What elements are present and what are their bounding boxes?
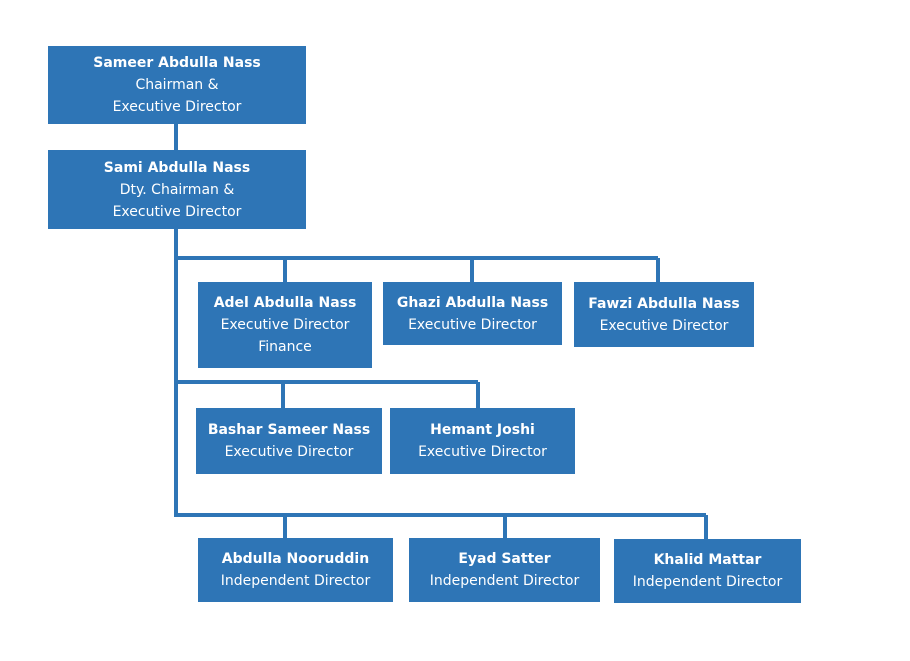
node-role: Executive Director — [112, 99, 242, 115]
node-role: Executive Director — [112, 203, 242, 220]
node-name: Khalid Mattar — [653, 552, 762, 568]
node-name: Sami Abdulla Nass — [103, 159, 251, 176]
node-abdulla: Abdulla Nooruddin Independent Director — [198, 538, 393, 602]
node-khalid: Khalid Mattar Independent Director — [614, 539, 801, 603]
node-role: Executive Director — [224, 444, 354, 460]
node-name: Bashar Sameer Nass — [207, 422, 371, 438]
node-role: Independent Director — [220, 573, 371, 589]
node-bashar: Bashar Sameer Nass Executive Director — [196, 408, 382, 474]
node-role: Chairman & — [135, 77, 219, 93]
node-name: Adel Abdulla Nass — [213, 295, 357, 311]
node-role: Independent Director — [632, 574, 783, 590]
node-department: Finance — [258, 339, 312, 355]
node-role: Executive Director — [408, 316, 537, 333]
node-name: Eyad Satter — [458, 551, 551, 567]
node-role: Independent Director — [429, 573, 580, 589]
node-name: Sameer Abdulla Nass — [93, 55, 261, 71]
node-name: Abdulla Nooruddin — [221, 551, 370, 567]
node-role: Dty. Chairman & — [119, 181, 235, 198]
node-chairman: Sameer Abdulla Nass Chairman & Executive… — [48, 46, 306, 124]
node-role: Executive Director — [220, 317, 350, 333]
node-fawzi: Fawzi Abdulla Nass Executive Director — [574, 282, 754, 347]
node-role: Executive Director — [599, 317, 729, 334]
node-name: Hemant Joshi — [430, 422, 535, 438]
node-eyad: Eyad Satter Independent Director — [409, 538, 600, 602]
node-name: Fawzi Abdulla Nass — [588, 295, 740, 312]
node-adel: Adel Abdulla Nass Executive Director Fin… — [198, 282, 372, 368]
node-ghazi: Ghazi Abdulla Nass Executive Director — [383, 282, 562, 345]
node-dty-chairman: Sami Abdulla Nass Dty. Chairman & Execut… — [48, 150, 306, 229]
node-hemant: Hemant Joshi Executive Director — [390, 408, 575, 474]
node-role: Executive Director — [418, 444, 547, 460]
node-name: Ghazi Abdulla Nass — [396, 294, 549, 311]
